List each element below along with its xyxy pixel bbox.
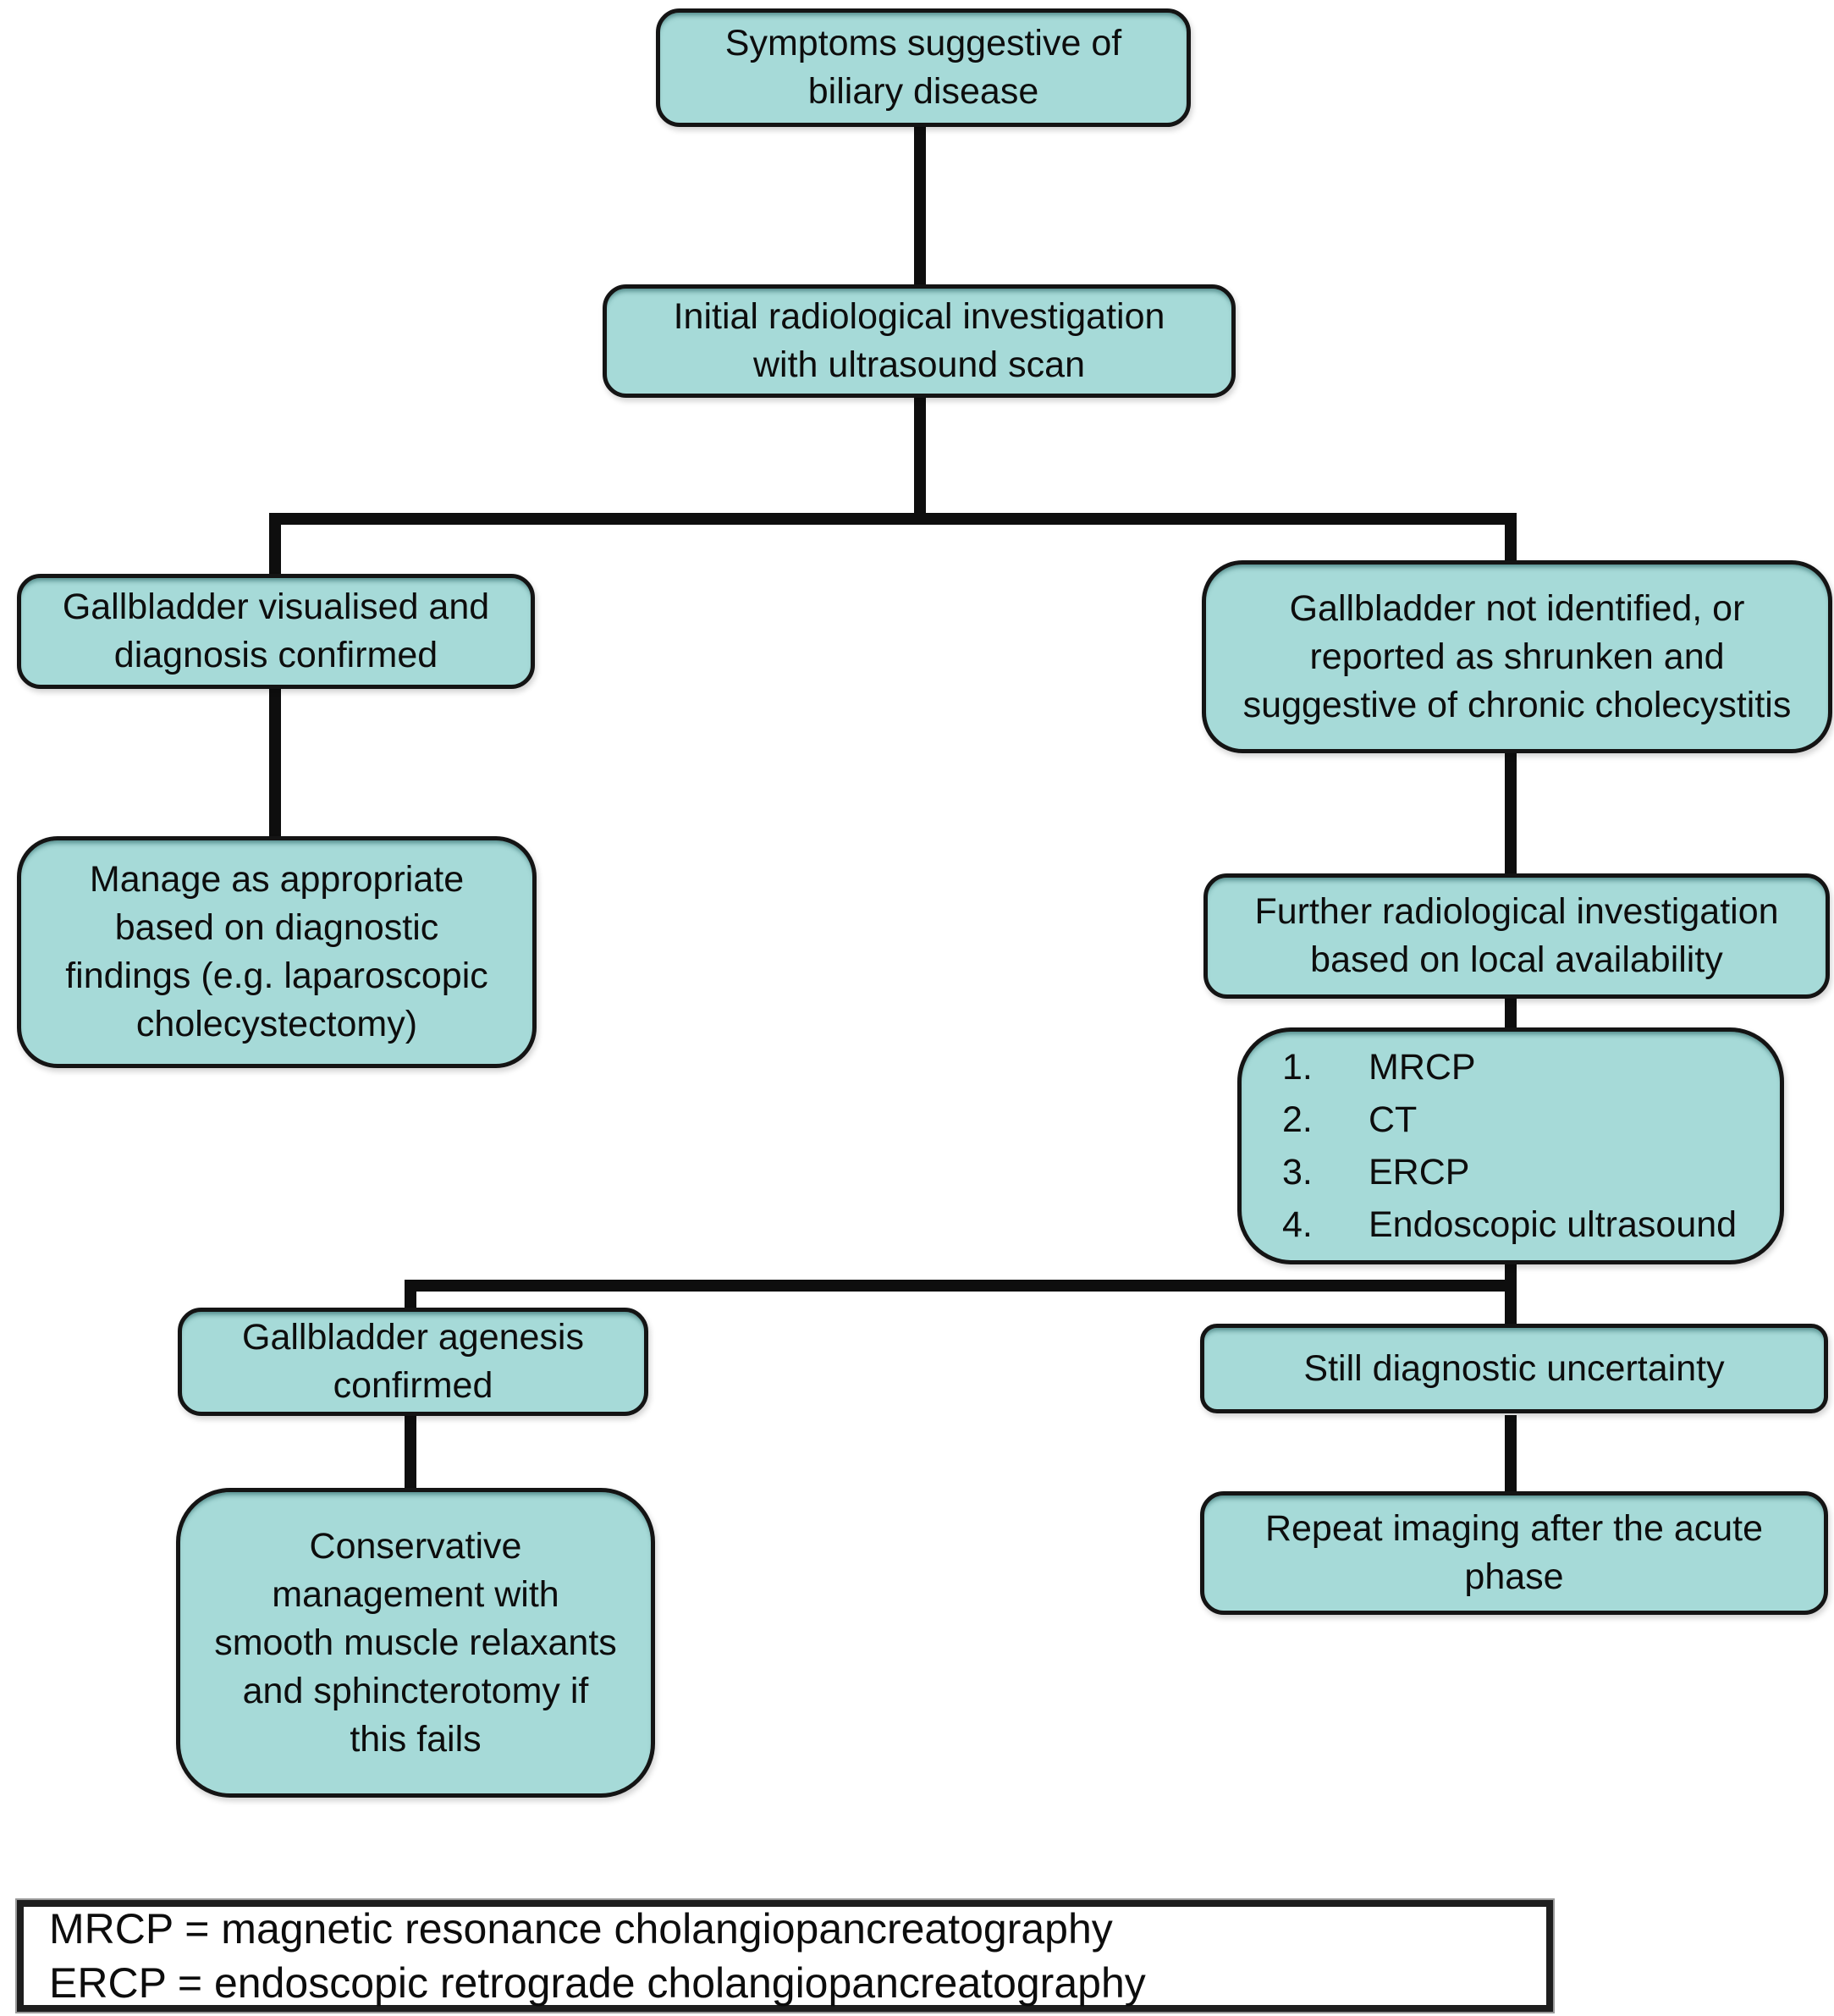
node-further-investigation-label: Further radiological investigation based… bbox=[1254, 891, 1779, 980]
connector-branch1-right-drop bbox=[1505, 513, 1517, 567]
modality-label: CT bbox=[1369, 1099, 1418, 1140]
node-conservative-management-label: Conservative management with smooth musc… bbox=[214, 1525, 617, 1760]
modality-label: MRCP bbox=[1369, 1047, 1476, 1088]
connector-agenesis-to-conservative bbox=[405, 1412, 416, 1493]
node-symptoms: Symptoms suggestive of biliary disease bbox=[656, 8, 1191, 127]
connector-further-to-modalities bbox=[1505, 994, 1517, 1034]
modality-label: Endoscopic ultrasound bbox=[1369, 1204, 1738, 1245]
modality-number: 2. bbox=[1282, 1099, 1313, 1140]
node-initial-investigation: Initial radiological investigation with … bbox=[603, 284, 1236, 398]
modality-item: 1. MRCP bbox=[1282, 1041, 1763, 1093]
connector-notidentified-to-further bbox=[1505, 750, 1517, 877]
node-still-diagnostic-uncertainty-label: Still diagnostic uncertainty bbox=[1303, 1347, 1725, 1389]
node-further-investigation: Further radiological investigation based… bbox=[1203, 873, 1830, 999]
node-gallbladder-not-identified: Gallbladder not identified, or reported … bbox=[1202, 560, 1832, 753]
node-still-diagnostic-uncertainty: Still diagnostic uncertainty bbox=[1200, 1324, 1828, 1413]
connector-branch2-horizontal bbox=[405, 1280, 1517, 1292]
node-imaging-modalities-list: 1. MRCP 2. CT 3. ERCP 4. Endoscopic ultr… bbox=[1237, 1027, 1784, 1264]
node-gallbladder-visualised: Gallbladder visualised and diagnosis con… bbox=[17, 574, 535, 689]
node-gallbladder-agenesis: Gallbladder agenesis confirmed bbox=[178, 1308, 648, 1416]
connector-uncertainty-to-repeat bbox=[1505, 1415, 1517, 1496]
node-conservative-management: Conservative management with smooth musc… bbox=[176, 1488, 655, 1798]
modality-number: 4. bbox=[1282, 1204, 1313, 1245]
connector-initial-to-branch bbox=[914, 391, 926, 520]
node-gallbladder-agenesis-label: Gallbladder agenesis confirmed bbox=[242, 1317, 584, 1406]
node-manage-as-appropriate-label: Manage as appropriate based on diagnosti… bbox=[65, 859, 488, 1044]
node-repeat-imaging-label: Repeat imaging after the acute phase bbox=[1264, 1508, 1764, 1597]
legend-line-mrcp: MRCP = magnetic resonance cholangiopancr… bbox=[49, 1905, 1113, 1953]
modality-item: 2. CT bbox=[1282, 1093, 1763, 1146]
modality-number: 1. bbox=[1282, 1047, 1313, 1088]
node-gallbladder-visualised-label: Gallbladder visualised and diagnosis con… bbox=[62, 587, 490, 675]
node-initial-investigation-label: Initial radiological investigation with … bbox=[673, 296, 1165, 385]
node-gallbladder-not-identified-label: Gallbladder not identified, or reported … bbox=[1242, 587, 1792, 725]
connector-branch1-horizontal bbox=[269, 513, 1517, 525]
node-symptoms-label: Symptoms suggestive of biliary disease bbox=[724, 23, 1122, 112]
node-manage-as-appropriate: Manage as appropriate based on diagnosti… bbox=[17, 836, 537, 1068]
connector-symptoms-to-initial bbox=[914, 124, 926, 293]
modality-number: 3. bbox=[1282, 1152, 1313, 1193]
connector-branch1-left-drop bbox=[269, 513, 281, 577]
connector-visualised-to-manage bbox=[269, 686, 281, 841]
modality-item: 3. ERCP bbox=[1282, 1146, 1763, 1198]
modality-item: 4. Endoscopic ultrasound bbox=[1282, 1198, 1763, 1251]
legend-line-ercp: ERCP = endoscopic retrograde cholangiopa… bbox=[49, 1959, 1146, 2007]
modality-label: ERCP bbox=[1369, 1152, 1470, 1193]
legend-box: MRCP = magnetic resonance cholangiopancr… bbox=[17, 1900, 1553, 2012]
node-repeat-imaging: Repeat imaging after the acute phase bbox=[1200, 1491, 1828, 1615]
